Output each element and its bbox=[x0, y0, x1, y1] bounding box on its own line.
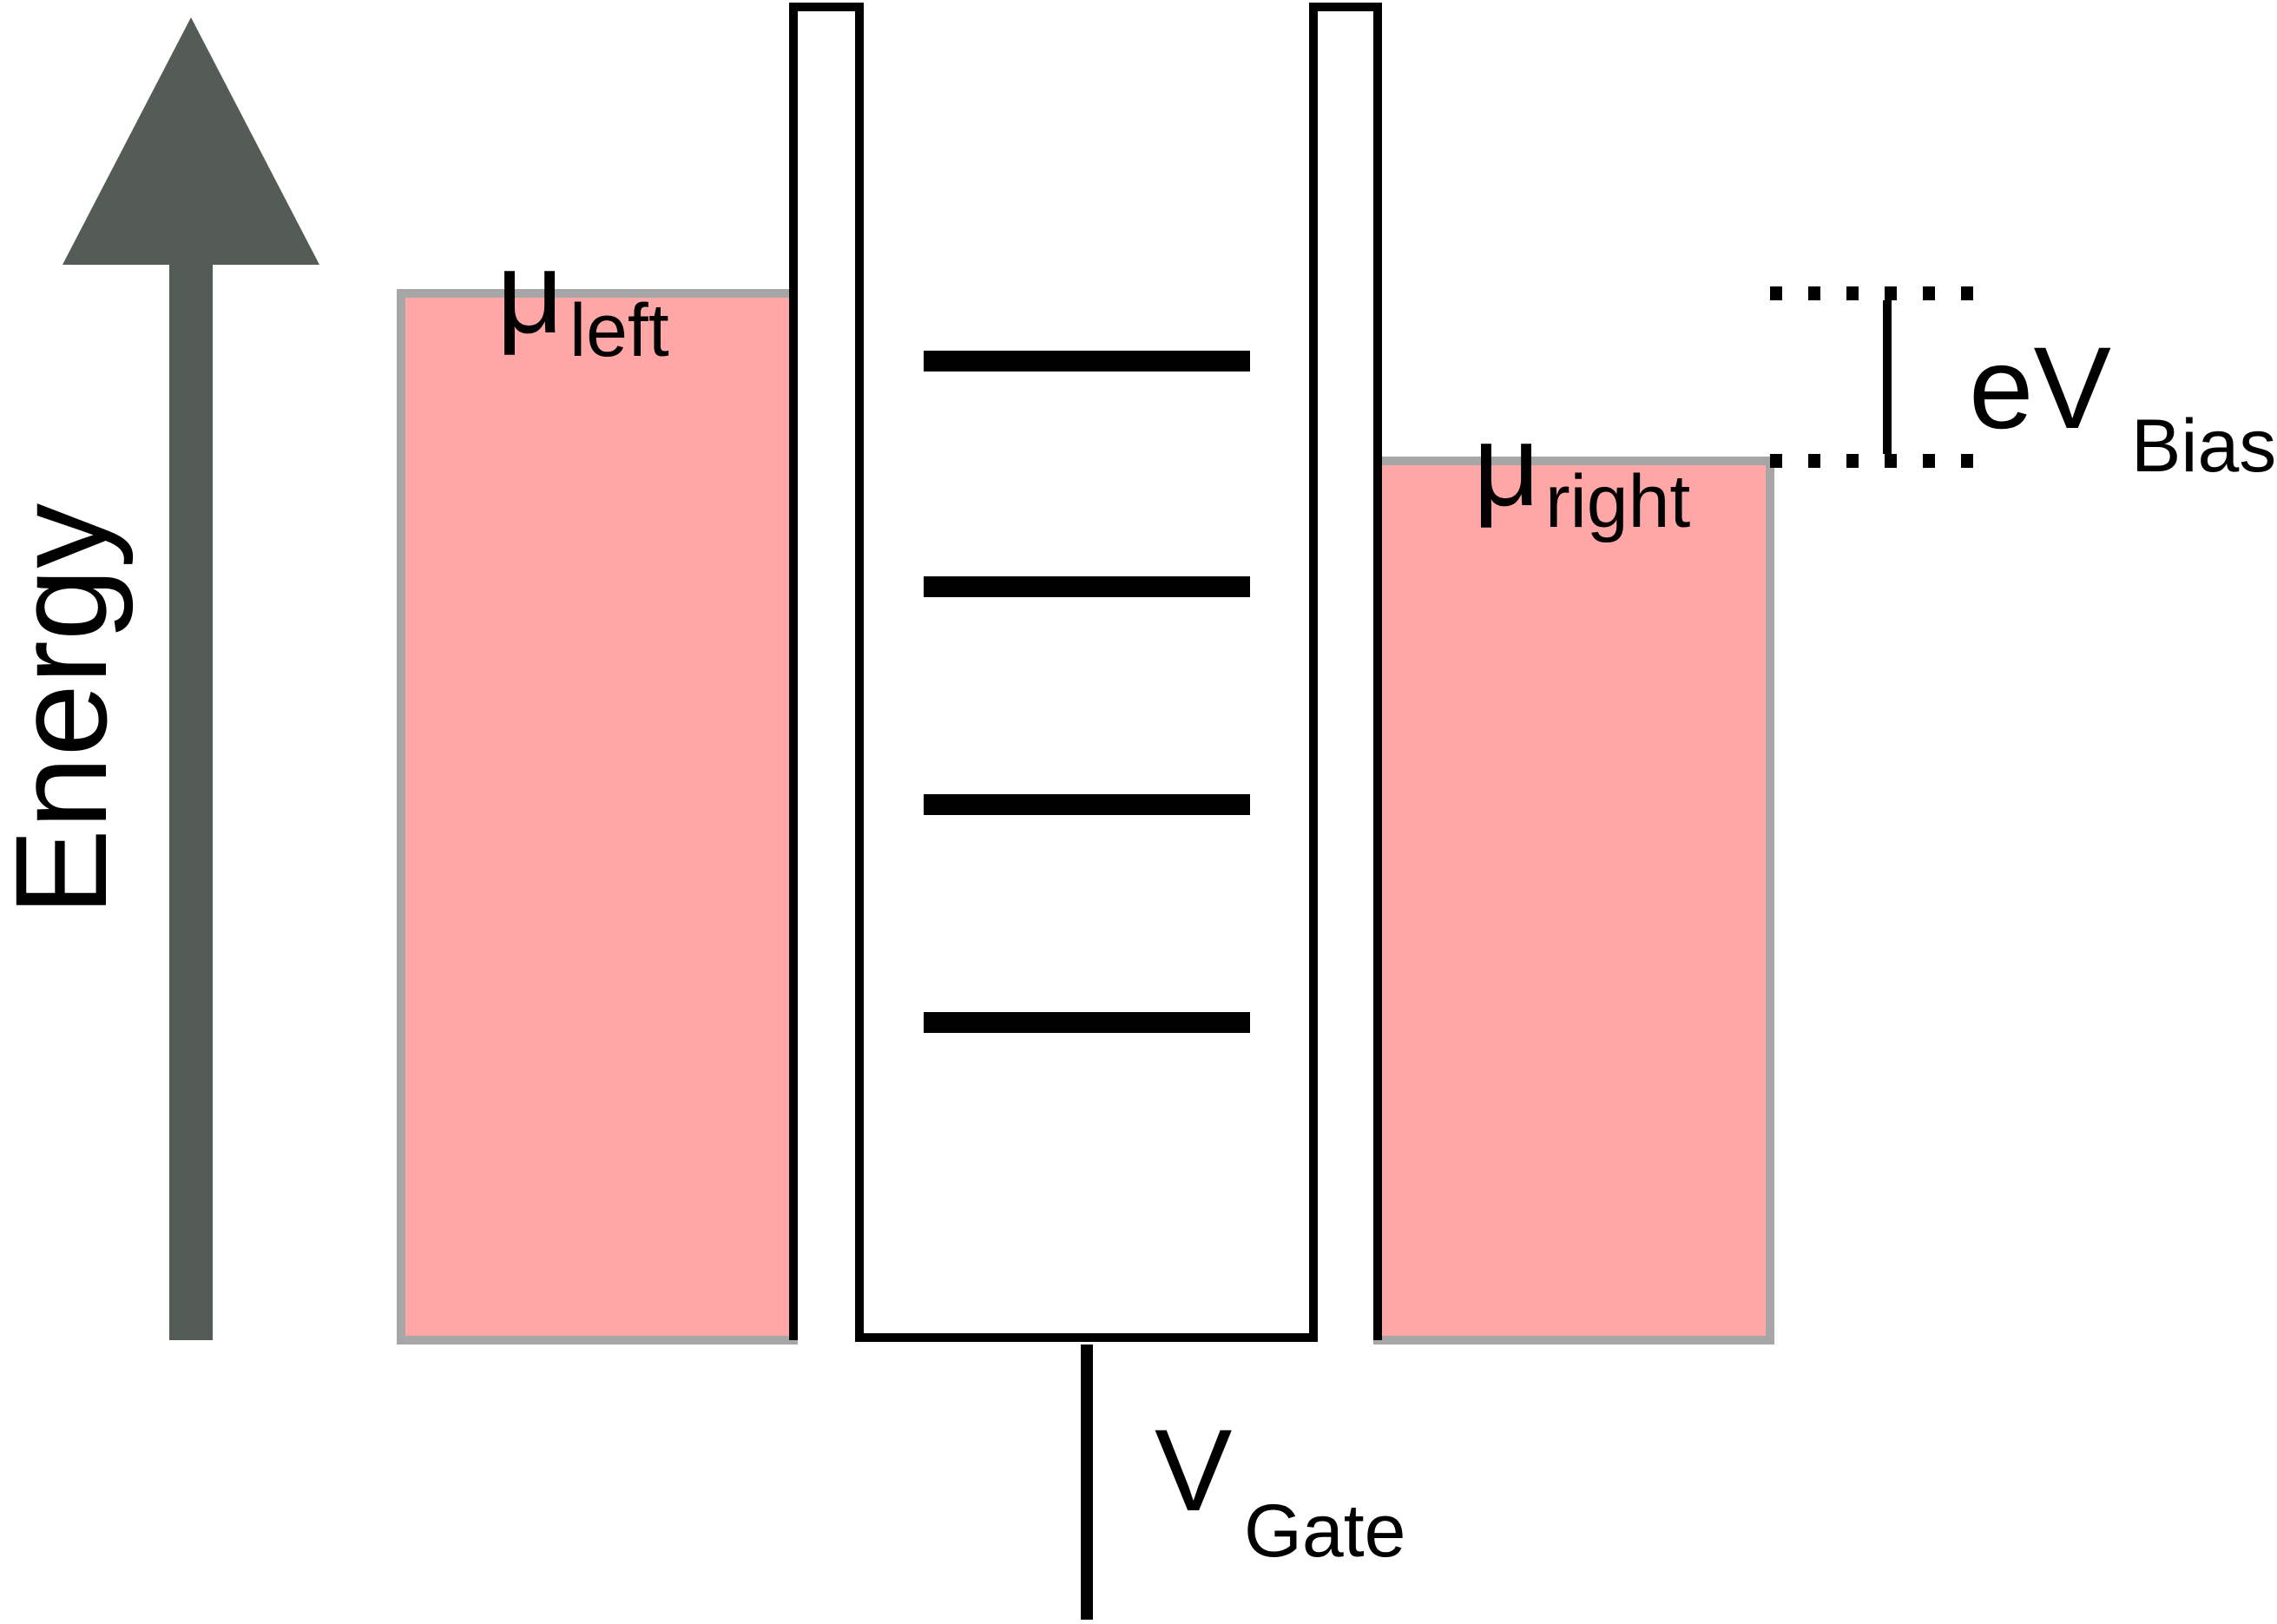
energy-level bbox=[924, 576, 1250, 597]
dot-barrier-walls bbox=[789, 3, 1382, 1342]
right-tunnel-barrier bbox=[1318, 11, 1373, 1348]
energy-level bbox=[924, 794, 1250, 815]
energy-axis-shaft bbox=[169, 260, 213, 1340]
energy-axis-arrowhead bbox=[63, 17, 319, 265]
energy-level bbox=[924, 351, 1250, 371]
energy-axis: Energy bbox=[0, 17, 319, 1340]
gate-label-main: V bbox=[1155, 1406, 1232, 1535]
mu-right-subscript: right bbox=[1545, 460, 1690, 543]
left-lead: μ left bbox=[397, 228, 798, 1345]
mu-left-symbol: μ bbox=[497, 228, 563, 358]
mu-left-subscript: left bbox=[569, 289, 669, 372]
bias-indicator: eV Bias bbox=[1770, 286, 2276, 488]
dot-energy-levels bbox=[924, 351, 1250, 1033]
gate-indicator: V Gate bbox=[1081, 1345, 1405, 1620]
bias-label-subscript: Bias bbox=[2131, 404, 2276, 488]
bias-label-main: eV bbox=[1969, 324, 2111, 453]
gate-label-subscript: Gate bbox=[1244, 1489, 1405, 1573]
energy-axis-label: Energy bbox=[0, 503, 134, 916]
left-lead-fill bbox=[397, 289, 798, 1345]
mu-right-symbol: μ bbox=[1473, 401, 1540, 530]
right-lead: μ right bbox=[1373, 401, 1774, 1345]
left-tunnel-barrier bbox=[798, 11, 855, 1348]
energy-level bbox=[924, 1012, 1250, 1033]
dot-barrier-outline bbox=[789, 3, 1382, 1342]
right-lead-fill bbox=[1373, 457, 1774, 1345]
